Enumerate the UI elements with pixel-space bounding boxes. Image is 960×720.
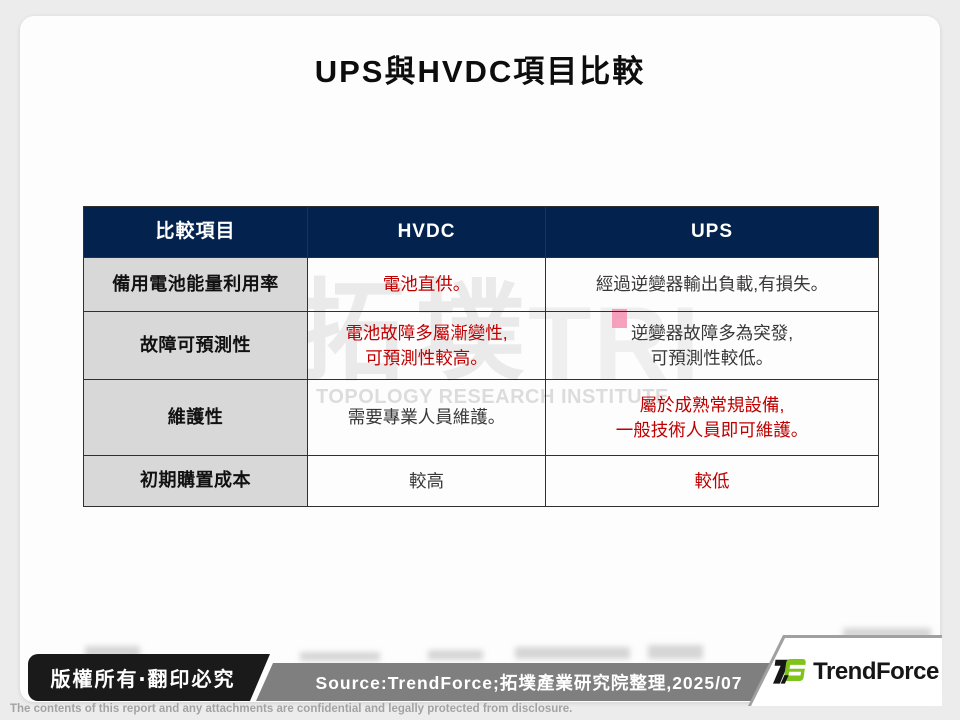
cell-ups: 經過逆變器輸出負載,有損失。 — [546, 258, 879, 312]
trendforce-brand-text: TrendForce — [813, 658, 939, 685]
page-title: UPS與HVDC項目比較 — [314, 54, 646, 89]
table-header-ups: UPS — [546, 207, 879, 258]
cell-hvdc: 需要專業人員維護。 — [308, 380, 546, 456]
table-header-hvdc: HVDC — [308, 207, 546, 258]
row-label: 故障可預測性 — [84, 312, 308, 380]
source-bar: Source:TrendForce;拓墣產業研究院整理,2025/07 — [256, 663, 802, 701]
trendforce-logo-icon — [769, 653, 808, 692]
watermark-cjk-text: 拓墣 — [295, 271, 535, 394]
ghost-smudge — [300, 652, 380, 661]
watermark-pink-square — [612, 309, 627, 328]
ghost-smudge — [428, 650, 483, 660]
row-label: 初期購置成本 — [84, 456, 308, 507]
disclaimer-text: The contents of this report and any atta… — [10, 703, 573, 715]
row-label: 備用電池能量利用率 — [84, 258, 308, 312]
cell-hvdc: 電池故障多屬漸變性, 可預測性較高。 — [308, 312, 546, 380]
trendforce-logo: TrendForce — [751, 638, 942, 706]
cell-ups: 屬於成熟常規設備, 一般技術人員即可維護。 — [546, 380, 879, 456]
copyright-tab: 版權所有‧翻印必究 — [28, 654, 270, 701]
watermark-institute-text: TOPOLOGY RESEARCH INSTITUTE — [316, 386, 669, 408]
cell-ups: 較低 — [546, 456, 879, 507]
ghost-smudge — [515, 647, 630, 659]
row-label: 維護性 — [84, 380, 308, 456]
cell-hvdc: 較高 — [308, 456, 546, 507]
cell-hvdc: 電池直供。 — [308, 258, 546, 312]
table-header-item: 比較項目 — [84, 207, 308, 258]
cell-ups: 逆變器故障多為突發, 可預測性較低。 — [546, 312, 879, 380]
ghost-smudge — [843, 628, 931, 639]
ghost-smudge — [648, 645, 703, 659]
comparison-table: 比較項目 HVDC UPS 備用電池能量利用率 電池直供。 經過逆變器輸出負載,… — [83, 206, 879, 507]
